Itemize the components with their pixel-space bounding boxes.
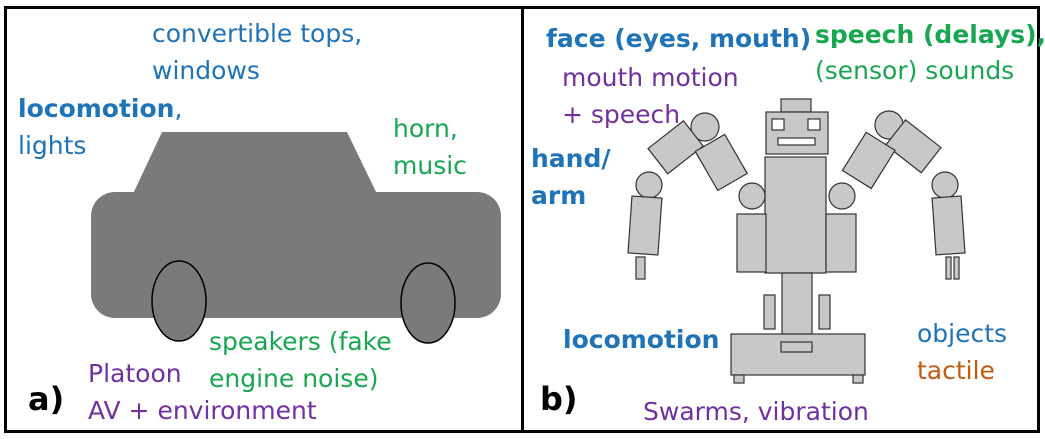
robot-illustration xyxy=(627,98,966,384)
label-hand-arm: hand/ arm xyxy=(531,140,611,214)
label-horn: horn, xyxy=(393,114,458,143)
robot-wheel-right xyxy=(852,374,864,384)
robot-right-elbow xyxy=(931,171,959,199)
robot-right-lower-arm xyxy=(931,195,966,256)
panel-b-label: b) xyxy=(540,380,578,418)
label-convertible-line2: windows xyxy=(152,56,260,85)
label-locomotion-comma: , xyxy=(174,94,183,123)
label-tactile: tactile xyxy=(917,356,995,385)
robot-left-shoulder-ball xyxy=(690,112,720,142)
label-sensor-sounds: (sensor) sounds xyxy=(815,56,1015,85)
robot-leg-left xyxy=(763,294,776,330)
label-lights: lights xyxy=(18,131,87,160)
robot-head xyxy=(765,111,829,155)
robot-wheel-left xyxy=(733,374,745,384)
panel-a-label: a) xyxy=(28,380,65,418)
label-speakers-line2: engine noise) xyxy=(209,364,379,393)
label-music: music xyxy=(393,151,467,180)
robot-right-finger-1 xyxy=(945,256,952,280)
robot-shoulder-left xyxy=(736,213,767,273)
car-wheel-rear xyxy=(400,262,456,344)
label-horn-music: horn, music xyxy=(393,110,467,184)
label-convertible: convertible tops, windows xyxy=(152,15,362,89)
label-locomotion-b: locomotion xyxy=(563,325,720,354)
label-speakers: speakers (fake engine noise) xyxy=(209,323,392,397)
label-mouth-motion: mouth motion + speech xyxy=(562,59,739,133)
label-locomotion-line: locomotion, xyxy=(18,90,182,127)
robot-eye-left xyxy=(771,118,785,131)
robot-left-hand xyxy=(635,256,646,280)
robot-right-finger-2 xyxy=(953,256,960,280)
robot-joint-left xyxy=(738,182,766,210)
robot-column xyxy=(781,272,813,335)
label-arm: arm xyxy=(531,181,587,210)
robot-head-top xyxy=(780,98,812,113)
robot-joint-right xyxy=(828,182,856,210)
label-platoon-line2: AV + environment xyxy=(88,396,317,425)
robot-left-elbow xyxy=(635,171,663,199)
robot-leg-right xyxy=(818,294,831,330)
label-swarms: Swarms, vibration xyxy=(643,397,869,426)
label-face: face (eyes, mouth) xyxy=(546,24,812,53)
label-mouth-motion-line1: mouth motion xyxy=(562,63,739,92)
robot-shoulder-right xyxy=(825,213,857,273)
label-convertible-line1: convertible tops, xyxy=(152,19,363,48)
label-speech: speech (delays), xyxy=(815,20,1045,49)
robot-base-slot xyxy=(780,341,813,353)
robot-right-forearm xyxy=(841,131,896,190)
robot-eye-right xyxy=(807,118,821,131)
label-platoon: Platoon AV + environment xyxy=(88,355,317,429)
robot-mouth xyxy=(777,137,816,146)
label-locomotion-lights: locomotion, lights xyxy=(18,90,182,164)
robot-torso xyxy=(764,156,827,274)
robot-left-upper-arm xyxy=(647,120,705,175)
label-platoon-line1: Platoon xyxy=(88,359,182,388)
robot-base xyxy=(730,333,866,376)
label-objects: objects xyxy=(917,319,1008,348)
robot-left-lower-arm xyxy=(627,195,663,256)
label-hand: hand/ xyxy=(531,144,611,173)
car-roof xyxy=(132,132,378,196)
robot-right-upper-arm xyxy=(884,119,942,174)
robot-left-forearm xyxy=(694,133,749,192)
label-locomotion-a: locomotion xyxy=(18,94,175,123)
car-wheel-front xyxy=(151,260,207,342)
car-illustration xyxy=(91,132,501,344)
label-speakers-line1: speakers (fake xyxy=(209,327,392,356)
label-mouth-motion-line2: + speech xyxy=(562,100,681,129)
